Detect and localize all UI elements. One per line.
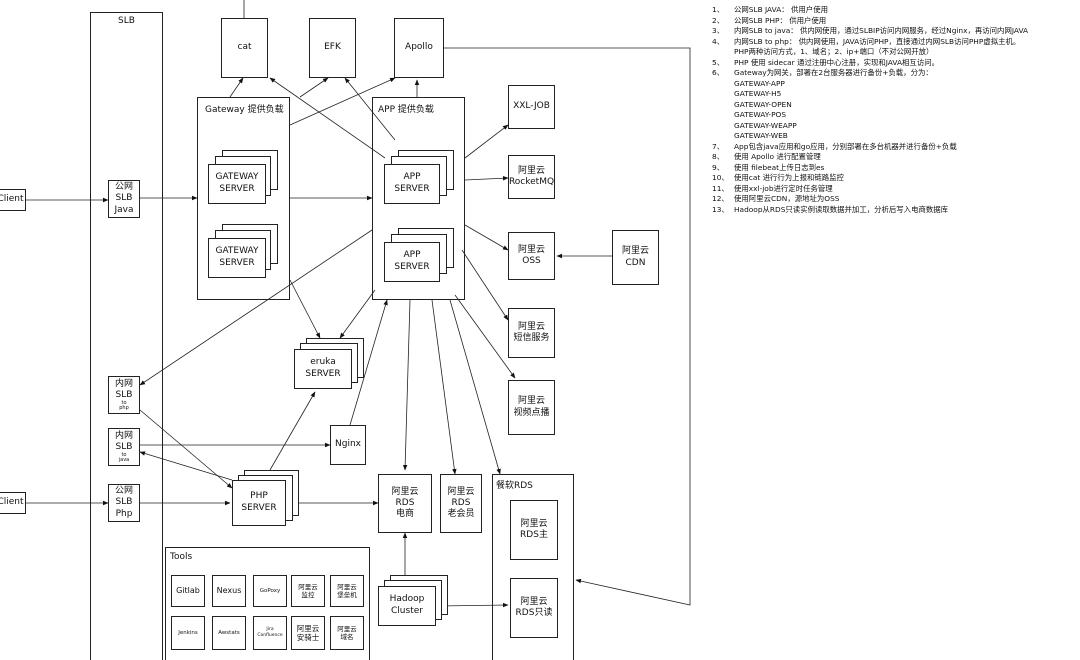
edge-app-xxljob xyxy=(464,124,509,159)
eruka-server: eruka SERVER xyxy=(294,349,352,389)
edge-app-rocketmq xyxy=(464,175,509,181)
app-group-label: APP 提供负载 xyxy=(378,105,434,115)
gateway-server-1: GATEWAY SERVER xyxy=(208,164,266,204)
client-box-bottom: Client xyxy=(0,492,26,514)
note-item: GATEWAY-APP xyxy=(734,78,785,88)
nginx-box: Nginx xyxy=(330,425,366,465)
gateway-group xyxy=(197,97,290,300)
slb-public-php: 公网 SLB Php xyxy=(108,484,140,522)
edge-gateway-eruka xyxy=(289,279,321,339)
note-item: GATEWAY-OPEN xyxy=(734,99,792,109)
note-item: 9、使用 filebeat上传日志到es xyxy=(712,162,825,172)
tool-aliyun-domain: 阿里云 域名 xyxy=(330,616,364,650)
note-item: 8、使用 Apollo 进行配置管理 xyxy=(712,152,821,161)
slb-internal-php-label: 内网 SLB xyxy=(114,378,133,400)
php-server: PHP SERVER xyxy=(232,480,286,526)
video-box: 阿里云 视频点播 xyxy=(508,380,555,435)
slb-internal-java-label: 内网 SLB xyxy=(114,430,133,452)
tool-awstats: Awstats xyxy=(212,616,246,650)
client-box-top: Client xyxy=(0,189,26,211)
rocketmq-box: 阿里云 RocketMQ xyxy=(508,155,555,199)
edge-apollo-readonly xyxy=(444,47,691,606)
edge-gateway-apollo xyxy=(289,77,396,126)
edge-php-eruka xyxy=(269,391,316,471)
tools-label: Tools xyxy=(170,552,193,562)
slb-internal-java: 内网 SLB to java xyxy=(108,428,140,466)
tool-aliyun-monitor: 阿里云 监控 xyxy=(291,575,325,607)
slb-internal-java-sub: to java xyxy=(118,452,130,464)
tool-jenkins: Jenkins xyxy=(171,616,205,650)
oss-box: 阿里云 OSS xyxy=(508,232,555,280)
note-item: 7、App包含java应用和go应用，分别部署在多台机器并进行备份+负载 xyxy=(712,141,957,151)
note-item: 13、Hadoop从RDS只读实例读取数据并加工，分析后写入电商数据库 xyxy=(712,204,949,214)
canruan-rds-label: 餐软RDS xyxy=(496,481,533,491)
tool-aliyun-aegis: 阿里云 安骑士 xyxy=(291,616,325,650)
slb-title: SLB xyxy=(118,16,135,26)
note-item: 2、公网SLB PHP： 供用户使用 xyxy=(712,15,827,25)
note-item: 3、内网SLB to java： 供内网使用，通过SLBIP访问内网服务，经过N… xyxy=(712,26,1029,35)
edge-app-video xyxy=(454,294,516,379)
note-item: PHP两种访问方式，1、域名；2、ip+端口（不对公网开放） xyxy=(734,47,934,56)
note-item: 1、公网SLB JAVA： 供用户使用 xyxy=(712,5,828,14)
cat-box: cat xyxy=(221,18,268,78)
edge-app-slb-php xyxy=(139,229,373,386)
rds-master-box: 阿里云 RDS主 xyxy=(510,500,558,560)
tool-jira-confluence: Jira Confluence xyxy=(253,616,287,650)
apollo-box: Apollo xyxy=(394,18,444,78)
slb-internal-php: 内网 SLB to php xyxy=(108,376,140,414)
note-item: GATEWAY-H5 xyxy=(734,89,782,98)
edge-gateway-efk xyxy=(299,77,329,98)
sms-box: 阿里云 短信服务 xyxy=(508,308,555,358)
slb-public-java: 公网 SLB Java xyxy=(108,180,140,218)
edge-app-sms xyxy=(461,249,509,321)
rds-readonly-box: 阿里云 RDS只读 xyxy=(510,578,558,638)
rds-ecommerce-box: 阿里云 RDS 电商 xyxy=(378,474,432,533)
slb-column xyxy=(90,12,163,660)
note-item: 10、使用cat 进行行为上报和链路监控 xyxy=(712,173,844,182)
note-item: GATEWAY-POS xyxy=(734,110,787,119)
edge-app-rds-old xyxy=(431,299,457,475)
app-server-1: APP SERVER xyxy=(384,164,440,204)
note-item: 5、PHP 使用 sidecar 通过注册中心注册，实现和JAVA相互访问。 xyxy=(712,57,939,67)
app-group xyxy=(372,97,465,300)
edge-app-cat xyxy=(269,77,386,159)
rds-old-member-box: 阿里云 RDS 老会员 xyxy=(440,474,482,533)
canruan-rds-group xyxy=(492,474,574,660)
tools-group xyxy=(165,547,370,660)
gateway-group-label: Gateway 提供负载 xyxy=(205,105,284,115)
hadoop-cluster: Hadoop Cluster xyxy=(378,586,436,626)
edge-app-canruan xyxy=(449,299,501,475)
tool-gopoxy: GoPoxy xyxy=(253,575,287,607)
slb-internal-php-sub: to php xyxy=(119,400,129,412)
tool-gitlab: Gitlab xyxy=(171,575,205,607)
xxl-job-box: XXL-JOB xyxy=(508,85,555,129)
note-item: 12、使用阿里云CDN，源地址为OSS xyxy=(712,194,840,203)
notes-list: 1、公网SLB JAVA： 供用户使用 2、公网SLB PHP： 供用户使用 3… xyxy=(712,5,1080,215)
app-server-2: APP SERVER xyxy=(384,242,440,282)
note-item: 6、Gateway为网关，部署在2台服务器进行备份+负载，分为： xyxy=(712,68,933,77)
edge-app-efk xyxy=(344,77,396,141)
cdn-box: 阿里云 CDN xyxy=(612,230,659,285)
edge-nginx-app xyxy=(349,299,388,426)
note-item: 4、内网SLB to php： 供内网使用，JAVA访问PHP，直接通过内网SL… xyxy=(712,36,1021,46)
edge-slb-php-php xyxy=(139,409,233,489)
note-item: GATEWAY-WEAPP xyxy=(734,120,797,130)
edge-hadoop-readonly xyxy=(437,602,509,608)
edge-app-rds-ecom xyxy=(402,299,411,471)
note-item: GATEWAY-WEB xyxy=(734,131,788,140)
efk-box: EFK xyxy=(309,18,356,78)
gateway-server-2: GATEWAY SERVER xyxy=(208,238,266,278)
edge-app-eruka xyxy=(339,289,376,339)
tool-nexus: Nexus xyxy=(212,575,246,607)
edge-app-oss xyxy=(464,224,509,251)
note-item: 11、使用xxl-job进行定时任务管理 xyxy=(712,183,833,193)
tool-aliyun-bastion: 阿里云 堡垒机 xyxy=(330,575,364,607)
edge-gateway-cat xyxy=(229,77,244,98)
